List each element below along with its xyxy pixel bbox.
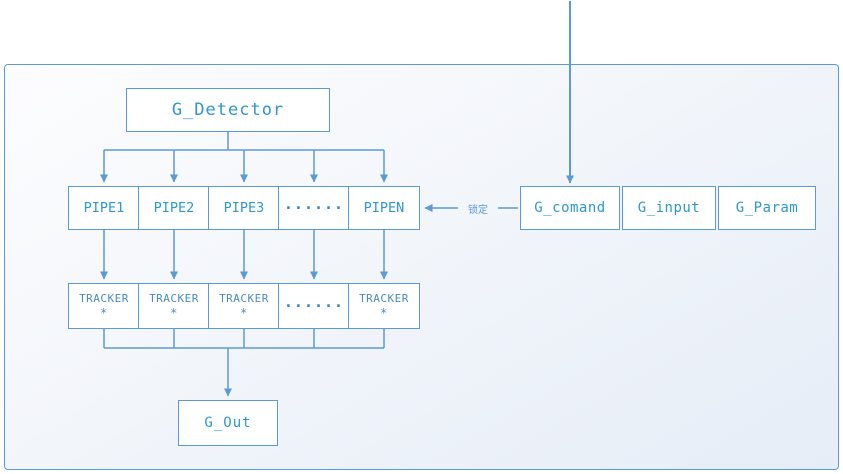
tracker-node-3: TRACKER * xyxy=(208,283,280,329)
tracker-star: * xyxy=(100,306,108,320)
lock-annotation: 锁定 xyxy=(468,205,488,216)
detector-node: G_Detector xyxy=(126,88,330,132)
pipe-ellipsis-node: ······ xyxy=(278,186,350,230)
input-node: G_input xyxy=(622,186,716,230)
tracker-node-n: TRACKER * xyxy=(348,283,420,329)
pipe-node-3: PIPE3 xyxy=(208,186,280,230)
tracker-node-2: TRACKER * xyxy=(138,283,210,329)
tracker-label: TRACKER xyxy=(219,292,269,305)
tracker-ellipsis-node: ······ xyxy=(278,283,350,329)
command-node: G_comand xyxy=(520,186,620,230)
param-node: G_Param xyxy=(718,186,816,230)
pipe-node-2: PIPE2 xyxy=(138,186,210,230)
tracker-label: TRACKER xyxy=(359,292,409,305)
pipe-node-1: PIPE1 xyxy=(68,186,140,230)
tracker-star: * xyxy=(170,306,178,320)
tracker-star: * xyxy=(380,306,388,320)
pipe-node-n: PIPEN xyxy=(348,186,420,230)
tracker-node-1: TRACKER * xyxy=(68,283,140,329)
tracker-star: * xyxy=(240,306,248,320)
tracker-label: TRACKER xyxy=(79,292,129,305)
output-node: G_Out xyxy=(178,400,278,446)
tracker-label: TRACKER xyxy=(149,292,199,305)
tracker-ellipsis: ······ xyxy=(283,296,345,315)
